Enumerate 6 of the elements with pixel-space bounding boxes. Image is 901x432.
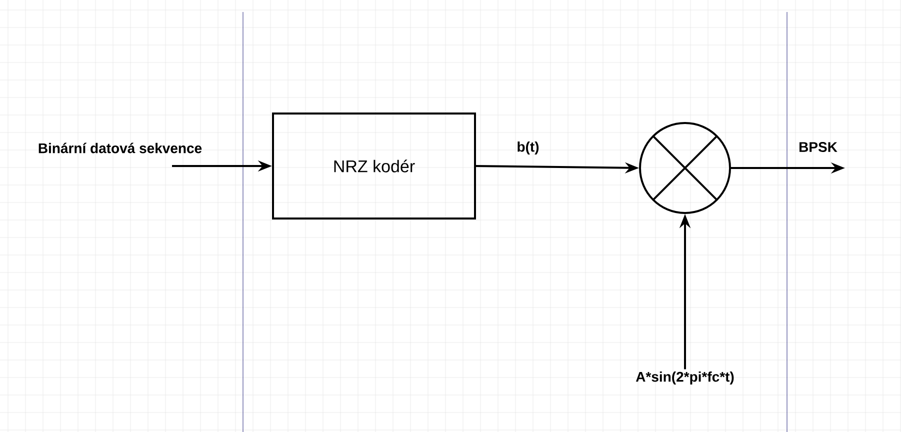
signal-label: A*sin(2*pi*fc*t) — [636, 371, 734, 385]
edge-label: BPSK — [800, 142, 838, 152]
mixer-circle — [639, 122, 731, 214]
edge-label: b(t) — [518, 141, 539, 155]
process-box: NRZ kodér — [272, 112, 476, 220]
edge-label: Binární datová sekvence — [38, 142, 202, 154]
